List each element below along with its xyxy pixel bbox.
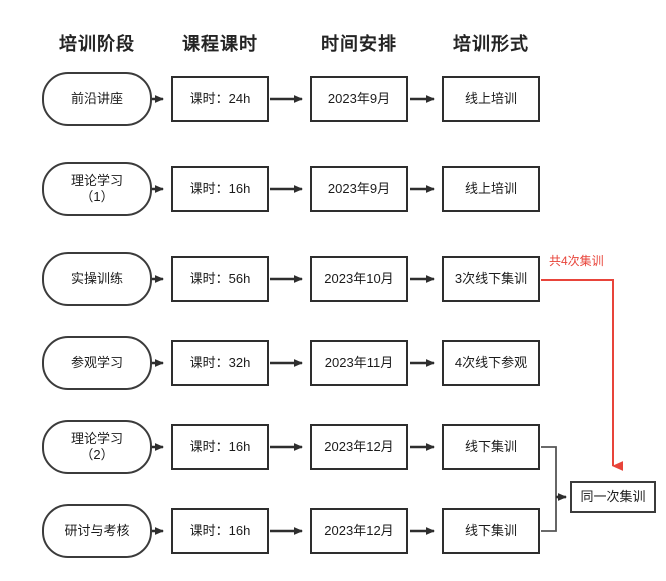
schedule-node-row-3[interactable]: 2023年10月 bbox=[310, 256, 408, 302]
hours-node-row-2[interactable]: 课时：16h bbox=[171, 166, 269, 212]
schedule-node-row-2[interactable]: 2023年9月 bbox=[310, 166, 408, 212]
format-node-row-1[interactable]: 线上培训 bbox=[442, 76, 540, 122]
stage-node-row-6[interactable]: 研讨与考核 bbox=[42, 504, 152, 558]
schedule-node-row-1[interactable]: 2023年9月 bbox=[310, 76, 408, 122]
format-node-row-2[interactable]: 线上培训 bbox=[442, 166, 540, 212]
hours-node-row-6[interactable]: 课时：16h bbox=[171, 508, 269, 554]
schedule-node-row-6[interactable]: 2023年12月 bbox=[310, 508, 408, 554]
stage-node-row-3[interactable]: 实操训练 bbox=[42, 252, 152, 306]
schedule-node-row-5[interactable]: 2023年12月 bbox=[310, 424, 408, 470]
stage-node-row-5[interactable]: 理论学习 （2） bbox=[42, 420, 152, 474]
column-header-hours: 课程课时 bbox=[182, 34, 258, 54]
column-header-schedule: 时间安排 bbox=[321, 34, 397, 54]
stage-node-row-2[interactable]: 理论学习 （1） bbox=[42, 162, 152, 216]
format-node-row-5[interactable]: 线下集训 bbox=[442, 424, 540, 470]
hours-node-row-1[interactable]: 课时：24h bbox=[171, 76, 269, 122]
stage-node-row-4[interactable]: 参观学习 bbox=[42, 336, 152, 390]
stage-node-row-1[interactable]: 前沿讲座 bbox=[42, 72, 152, 126]
format-node-row-3[interactable]: 3次线下集训 bbox=[442, 256, 540, 302]
format-node-row-4[interactable]: 4次线下参观 bbox=[442, 340, 540, 386]
hours-node-row-3[interactable]: 课时：56h bbox=[171, 256, 269, 302]
column-header-format: 培训形式 bbox=[453, 34, 529, 54]
column-header-stage: 培训阶段 bbox=[59, 34, 135, 54]
hours-node-row-5[interactable]: 课时：16h bbox=[171, 424, 269, 470]
schedule-node-row-4[interactable]: 2023年11月 bbox=[310, 340, 408, 386]
red-annotation-label: 共4次集训 bbox=[549, 254, 604, 268]
hours-node-row-4[interactable]: 课时：32h bbox=[171, 340, 269, 386]
merge-node-same-session[interactable]: 同一次集训 bbox=[570, 481, 656, 513]
format-node-row-6[interactable]: 线下集训 bbox=[442, 508, 540, 554]
